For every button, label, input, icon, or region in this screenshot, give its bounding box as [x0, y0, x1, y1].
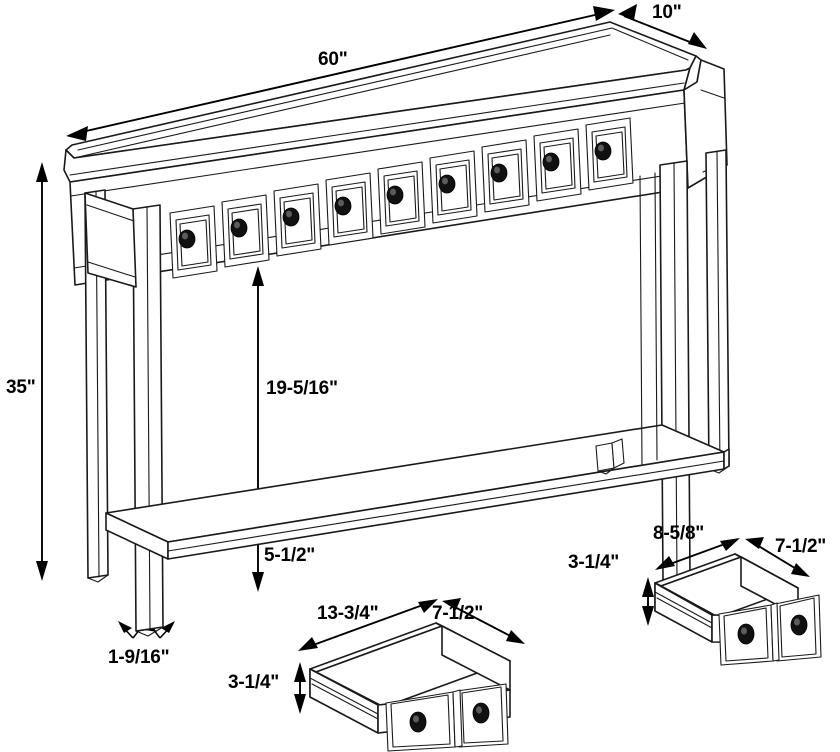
dimension-label-1-9-16: 1-9/16": [108, 647, 170, 668]
dimension-label-7-1-2-large: 7-1/2": [432, 603, 484, 624]
drawer-fronts: [169, 117, 634, 279]
large-drawer-detail-drawing: [294, 598, 525, 752]
leg-front-right: [659, 160, 691, 586]
leg-front-left: [132, 204, 164, 637]
drawer-front: [585, 117, 634, 191]
dimension-label-7-1-2-small: 7-1/2": [775, 536, 827, 557]
dimension-13-3-4: [298, 599, 438, 651]
drawer-front: [774, 594, 822, 662]
dimension-label-3-1-4-small: 3-1/4": [568, 552, 620, 573]
small-drawer-detail-drawing: [642, 537, 822, 666]
small-drawer-detail-front-panels: [718, 594, 822, 666]
drawer-front: [169, 205, 218, 279]
drawer-front: [377, 161, 426, 235]
dimension-label-width-60: 60": [318, 49, 348, 70]
drawer-front: [325, 172, 374, 246]
console-table: [63, 21, 730, 637]
drawer-front: [221, 194, 270, 268]
dimension-label-19-5-16: 19-5/16": [266, 378, 338, 399]
drawer-front: [385, 691, 456, 752]
dimension-label-5-1-2: 5-1/2": [264, 545, 316, 566]
dimension-3-1-4-large: [294, 662, 306, 714]
dimension-label-8-5-8: 8-5/8": [653, 523, 705, 544]
drawer-front: [452, 689, 463, 748]
drawer-front: [770, 602, 780, 662]
dimension-label-depth-10: 10": [652, 2, 682, 23]
shelf-support-block: [595, 438, 625, 475]
drawer-front: [273, 183, 322, 257]
dimension-line-width-60: [66, 6, 615, 141]
lower-shelf: [105, 424, 730, 560]
drawer-front: [456, 683, 509, 748]
leg-back-left: [84, 189, 109, 583]
dimension-label-height-35: 35": [6, 377, 36, 398]
dimension-line-height-35: [36, 162, 48, 581]
drawer-front: [533, 128, 582, 202]
dimension-label-3-1-4-large: 3-1/4": [228, 672, 280, 693]
dimension-label-13-3-4: 13-3/4": [317, 603, 379, 624]
dimension-8-5-8: [655, 538, 740, 570]
dimension-3-1-4-small: [642, 577, 654, 626]
dimension-7-1-2-small: [745, 537, 810, 577]
leg-back-right: [705, 149, 730, 474]
drawer-front: [481, 139, 530, 213]
drawer-front: [718, 604, 774, 666]
drawer-front: [429, 150, 478, 224]
dimension-7-1-2-large: [442, 598, 525, 644]
dimension-line-19-5-16: [252, 266, 264, 515]
drawer-detail-front-panels: [385, 683, 509, 752]
dimension-line-depth-10: [618, 4, 707, 49]
